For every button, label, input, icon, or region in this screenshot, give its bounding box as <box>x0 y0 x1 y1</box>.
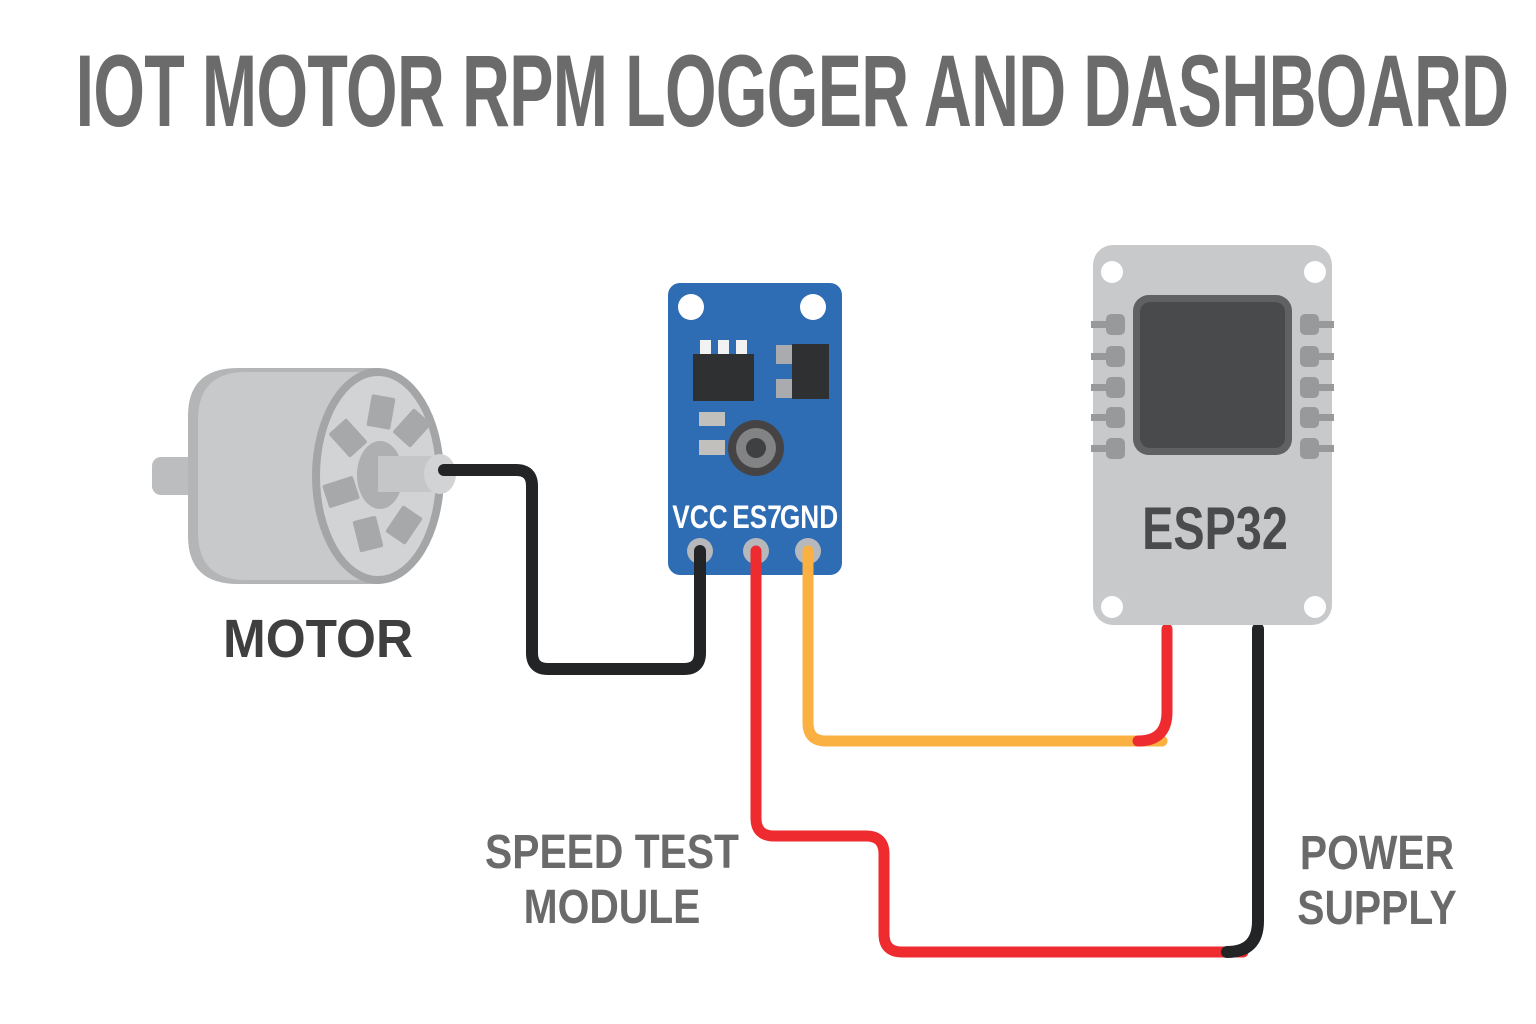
speed-module-label-line1: SPEED TEST <box>485 826 739 879</box>
speed-module-label: SPEED TEST MODULE <box>485 825 739 935</box>
esp32-mount-hole <box>1304 596 1326 618</box>
esp32-pin-pad <box>1106 346 1125 367</box>
module-sot-component <box>792 344 829 399</box>
module-mount-hole <box>800 294 826 320</box>
esp32-pin-pad <box>1300 377 1319 398</box>
esp32-pin-pad <box>1106 438 1125 459</box>
motor-illustration <box>152 368 456 584</box>
esp32-pin-pad <box>1106 377 1125 398</box>
esp32-pin-pad <box>1106 314 1125 335</box>
esp32-pin-stub <box>1316 414 1334 421</box>
esp32-mount-hole <box>1304 261 1326 283</box>
module-sot-pad <box>776 345 793 364</box>
wire-es7-to-power <box>750 545 1249 958</box>
esp32-pin-pad <box>1300 438 1319 459</box>
esp32-pin-stub <box>1316 321 1334 328</box>
power-supply-label: POWER SUPPLY <box>1297 826 1456 936</box>
esp32-illustration <box>1091 245 1334 625</box>
esp32-label: ESP32 <box>1142 495 1288 562</box>
esp32-pin-stub <box>1091 353 1109 360</box>
module-sensor-core <box>746 438 766 458</box>
esp32-pin-stub <box>1091 321 1109 328</box>
module-ic-pin <box>718 340 729 356</box>
wire-motor-to-vcc <box>438 464 706 675</box>
module-ic-pin <box>736 340 747 356</box>
speed-module-label-line2: MODULE <box>523 881 701 934</box>
module-ic-pin <box>700 340 711 356</box>
esp32-mount-hole <box>1101 261 1123 283</box>
module-sot-pad <box>776 379 793 398</box>
module-pin-label-es7: ES7 <box>732 499 782 535</box>
esp32-pin-pad <box>1300 407 1319 428</box>
esp32-pin-pad <box>1106 407 1125 428</box>
wire-esp32-red-lead <box>1132 623 1173 747</box>
esp32-pin-stub <box>1316 445 1334 452</box>
esp32-pin-stub <box>1316 353 1334 360</box>
module-pin-label-vcc: VCC <box>672 499 728 535</box>
esp32-pin-pad <box>1300 314 1319 335</box>
module-ic-chip <box>693 354 754 401</box>
esp32-pin-stub <box>1091 384 1109 391</box>
wire-gnd-to-esp32 <box>802 545 1168 747</box>
esp32-pin-stub <box>1091 445 1109 452</box>
motor-slot <box>385 505 423 545</box>
power-supply-label-line2: SUPPLY <box>1297 882 1457 935</box>
esp32-left-pins <box>1091 314 1125 459</box>
motor-mount-tab <box>152 457 196 495</box>
module-mount-hole <box>678 294 704 320</box>
esp32-mount-hole <box>1101 596 1123 618</box>
esp32-pin-stub <box>1091 414 1109 421</box>
power-supply-label-line1: POWER <box>1299 827 1455 880</box>
motor-slot <box>366 394 396 430</box>
esp32-pin-stub <box>1316 384 1334 391</box>
module-ic-pins <box>700 340 747 356</box>
esp32-chip <box>1140 302 1285 448</box>
speed-module-illustration <box>668 283 842 575</box>
esp32-pin-pad <box>1300 346 1319 367</box>
wire-esp32-black-lead <box>1221 623 1264 958</box>
module-resistor <box>699 440 725 455</box>
motor-label: MOTOR <box>223 609 413 669</box>
module-pin-label-gnd: GND <box>779 499 839 535</box>
motor-slot <box>393 408 431 448</box>
motor-slot <box>329 418 367 458</box>
motor-slot <box>352 515 384 553</box>
esp32-right-pins <box>1300 314 1334 459</box>
page-title: IOT MOTOR RPM LOGGER AND DASHBOARD <box>75 34 1509 148</box>
module-resistor <box>699 412 725 426</box>
motor-slot <box>322 476 360 508</box>
